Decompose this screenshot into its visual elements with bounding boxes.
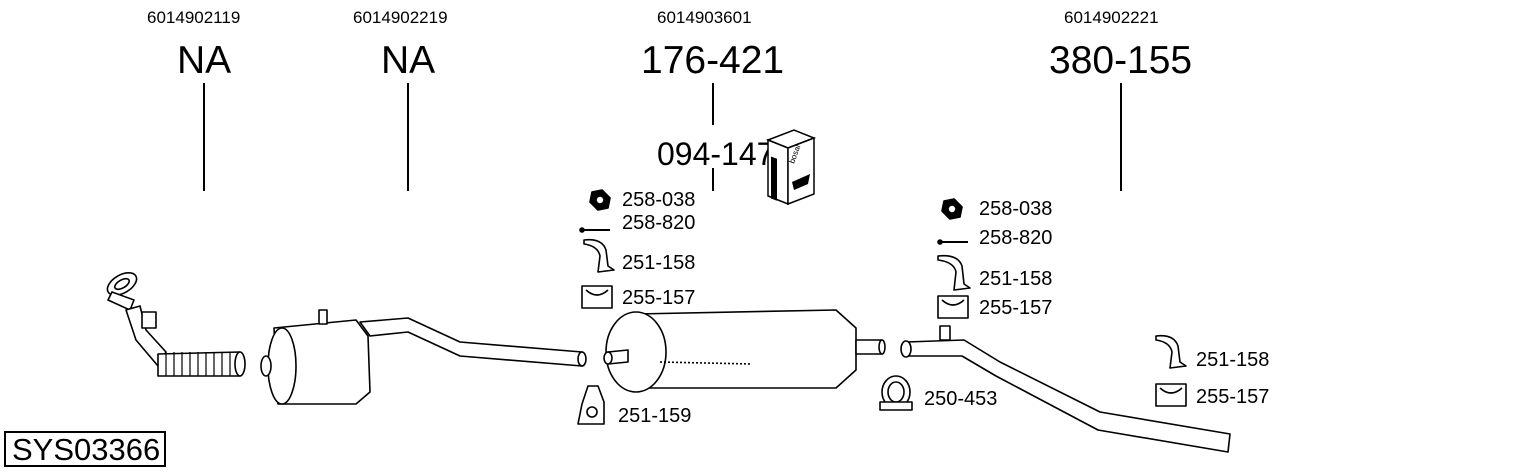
center-nut-label: 258-038	[622, 189, 696, 211]
oem-number-4: 6014902221	[1064, 8, 1159, 27]
right-rubber-label: 255-157	[979, 297, 1053, 319]
leader-line-1	[203, 83, 205, 191]
rubber-mount-icon-center	[581, 285, 613, 309]
center-bolt-label: 258-820	[622, 212, 696, 234]
right-nut-label: 258-038	[979, 198, 1053, 220]
tail-bracket-label: 251-158	[1196, 349, 1270, 371]
part-number-1: NA	[177, 39, 232, 82]
leader-line-4	[1120, 83, 1122, 191]
bolt-icon-center	[579, 227, 610, 233]
part-number-4: 380-155	[1049, 39, 1193, 82]
part-number-3: 176-421	[641, 39, 785, 82]
right-bracket-label: 251-158	[979, 268, 1053, 290]
rubber-mount-icon-tail	[1155, 383, 1187, 407]
right-bolt-label: 258-820	[979, 227, 1053, 249]
clamp-label: 250-453	[924, 388, 998, 410]
tail-rubber-label: 255-157	[1196, 386, 1270, 408]
clamp-icon	[879, 375, 913, 411]
bracket-icon-right	[937, 254, 971, 291]
center-lower-bracket-label: 251-159	[618, 405, 692, 427]
front-silencer	[260, 309, 587, 405]
nut-icon-right	[941, 198, 963, 220]
center-bracket-label: 251-158	[622, 252, 696, 274]
lower-bracket-icon	[577, 385, 605, 425]
mounting-kit-number: 094-147	[657, 136, 775, 172]
oem-number-3: 6014903601	[657, 8, 752, 27]
oem-number-2: 6014902219	[353, 8, 448, 27]
leader-line-3b	[712, 168, 714, 191]
system-code-box: SYS03366	[4, 431, 166, 467]
leader-line-2	[407, 83, 409, 191]
bracket-icon-center	[583, 238, 615, 273]
bolt-icon-right	[937, 239, 968, 245]
front-pipe	[106, 272, 246, 377]
center-silencer	[603, 309, 886, 393]
nut-icon-center	[589, 189, 611, 211]
part-number-2: NA	[381, 39, 436, 82]
rubber-mount-icon-right	[937, 295, 969, 319]
bracket-icon-tail	[1155, 334, 1187, 369]
oem-number-1: 6014902119	[147, 8, 241, 27]
center-rubber-label: 255-157	[622, 287, 696, 309]
kit-box-icon: bosal	[765, 129, 817, 206]
rear-pipe	[900, 325, 1231, 453]
leader-line-3a	[712, 83, 714, 125]
